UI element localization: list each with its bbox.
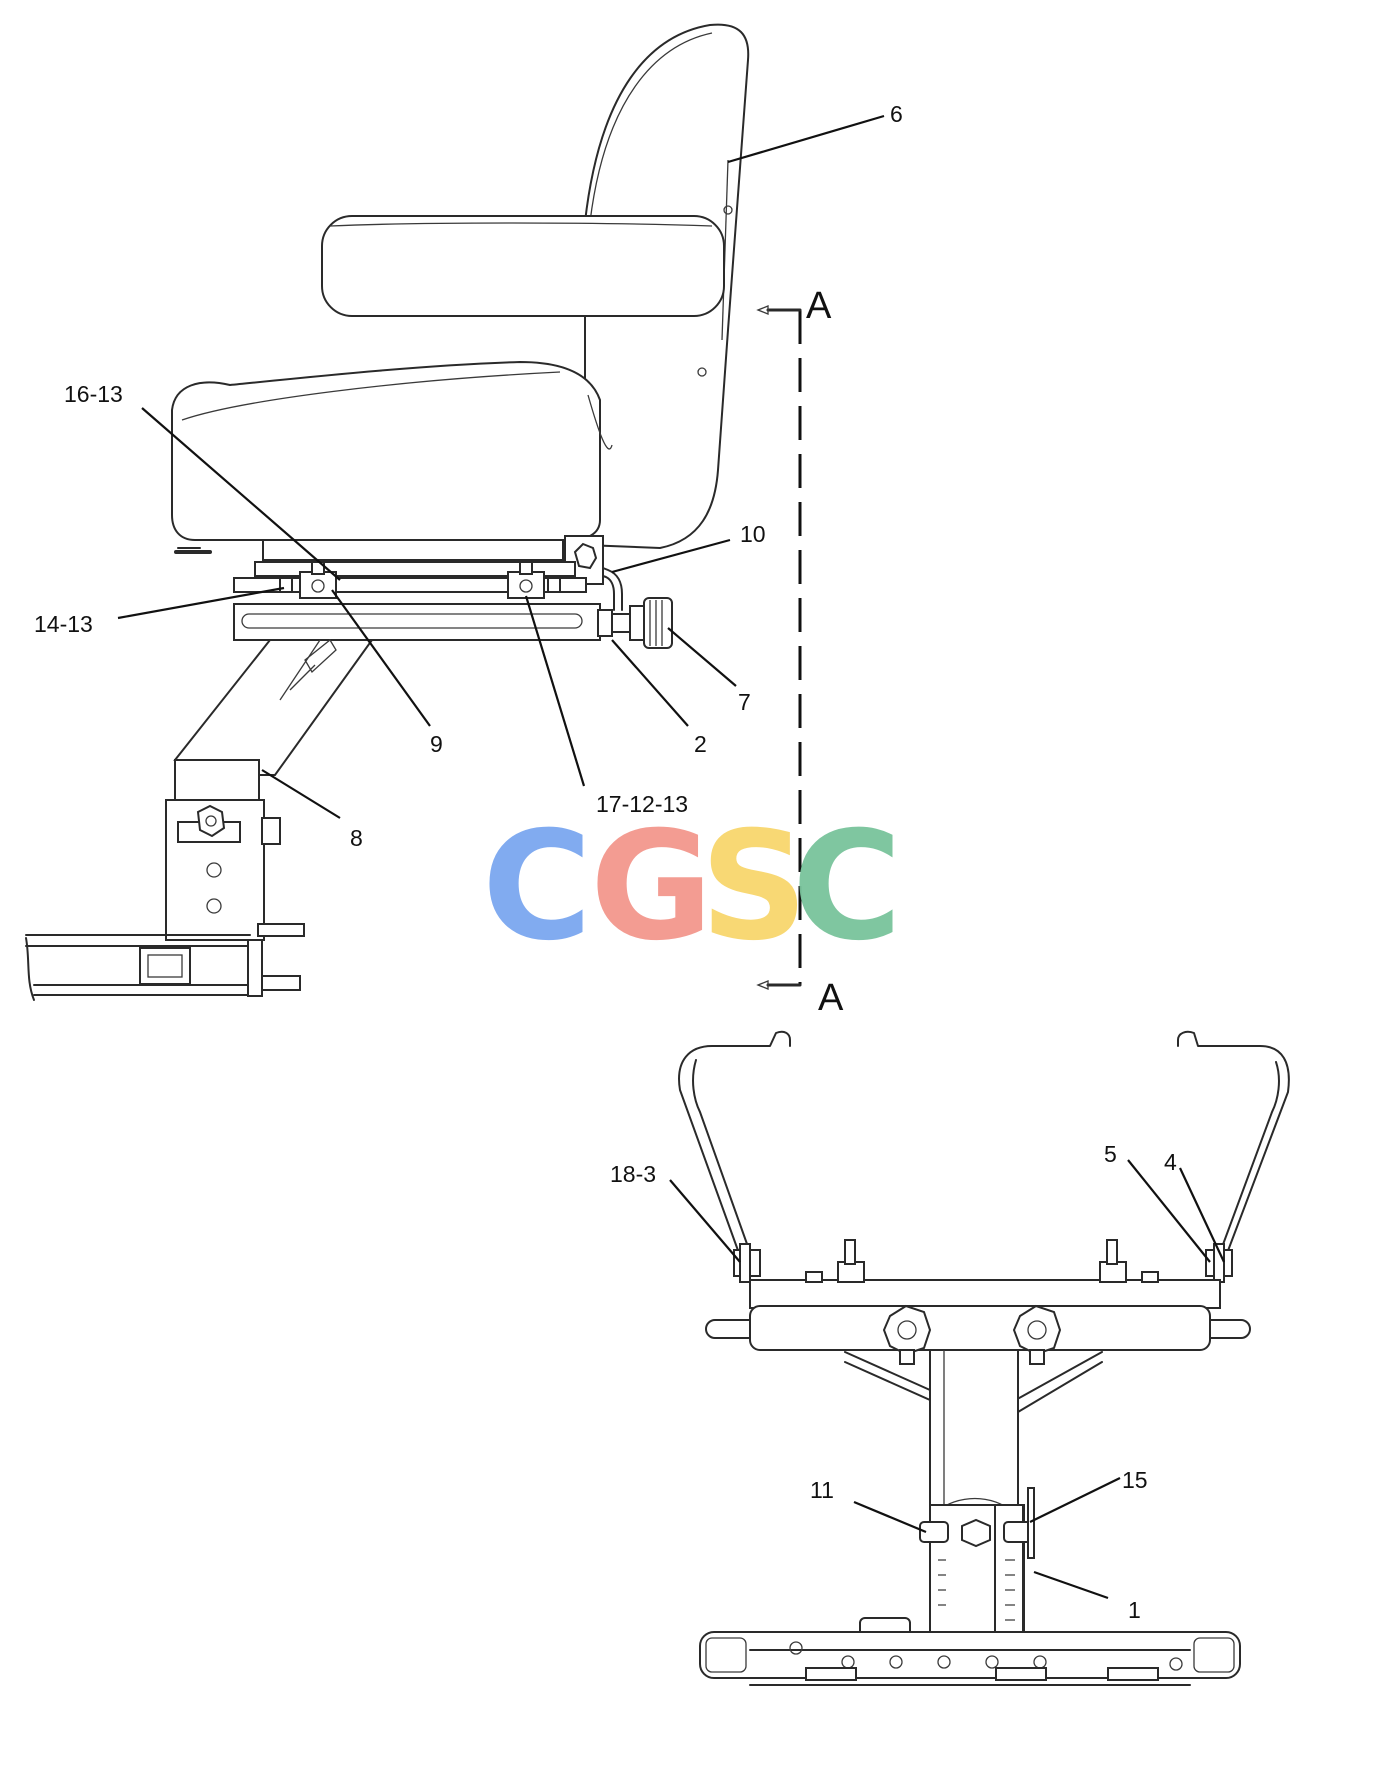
watermark-letter-c2: C	[792, 800, 902, 974]
section-mark-bottom: A	[818, 977, 844, 1019]
callout-9: 9	[430, 731, 443, 757]
height-sleeve	[919, 1487, 1035, 1636]
callout-4: 4	[1164, 1149, 1177, 1175]
watermark-letter-s: S	[700, 800, 808, 974]
callout-11: 11	[810, 1477, 834, 1503]
callout-labels: 6 10 16-13 14-13 7 2 9 17-12-13 8 18-3 5…	[34, 101, 1177, 1623]
knob-right	[1012, 1304, 1062, 1365]
cross-tube	[749, 1305, 1211, 1351]
callout-8: 8	[350, 825, 363, 851]
seat-side-view	[25, 23, 750, 1001]
adjustment-knob	[629, 597, 673, 649]
base-frame-front	[699, 1617, 1241, 1686]
seat-front-view	[678, 1030, 1290, 1686]
slide-tube	[233, 603, 601, 641]
callout-18-3: 18-3	[610, 1161, 656, 1187]
callout-6: 6	[890, 101, 903, 127]
base-frame-side	[25, 934, 301, 1001]
callout-5: 5	[1104, 1141, 1117, 1167]
callout-2: 2	[694, 731, 707, 757]
seat-pan	[262, 539, 564, 561]
right-side-bracket	[1177, 1030, 1290, 1257]
watermark-logo: C G S C	[482, 800, 902, 974]
section-mark-top: A	[806, 285, 832, 327]
callout-1: 1	[1128, 1597, 1141, 1623]
callout-10: 10	[740, 521, 766, 547]
callout-17-12-13: 17-12-13	[596, 791, 688, 817]
seat-cushion	[171, 360, 601, 541]
watermark-letter-c1: C	[482, 800, 592, 974]
callout-7: 7	[738, 689, 751, 715]
left-side-bracket	[678, 1030, 791, 1257]
seat-armrest	[321, 215, 725, 317]
bent-rod	[602, 567, 623, 611]
leader-lines	[117, 114, 1225, 1600]
pedestal-side	[165, 759, 305, 941]
callout-16-13: 16-13	[64, 381, 123, 407]
support-arm	[173, 639, 374, 776]
callout-15: 15	[1122, 1467, 1148, 1493]
knob-left	[882, 1304, 932, 1365]
section-cut-line: A A	[756, 285, 844, 1019]
watermark-letter-g: G	[590, 800, 713, 974]
callout-14-13: 14-13	[34, 611, 93, 637]
